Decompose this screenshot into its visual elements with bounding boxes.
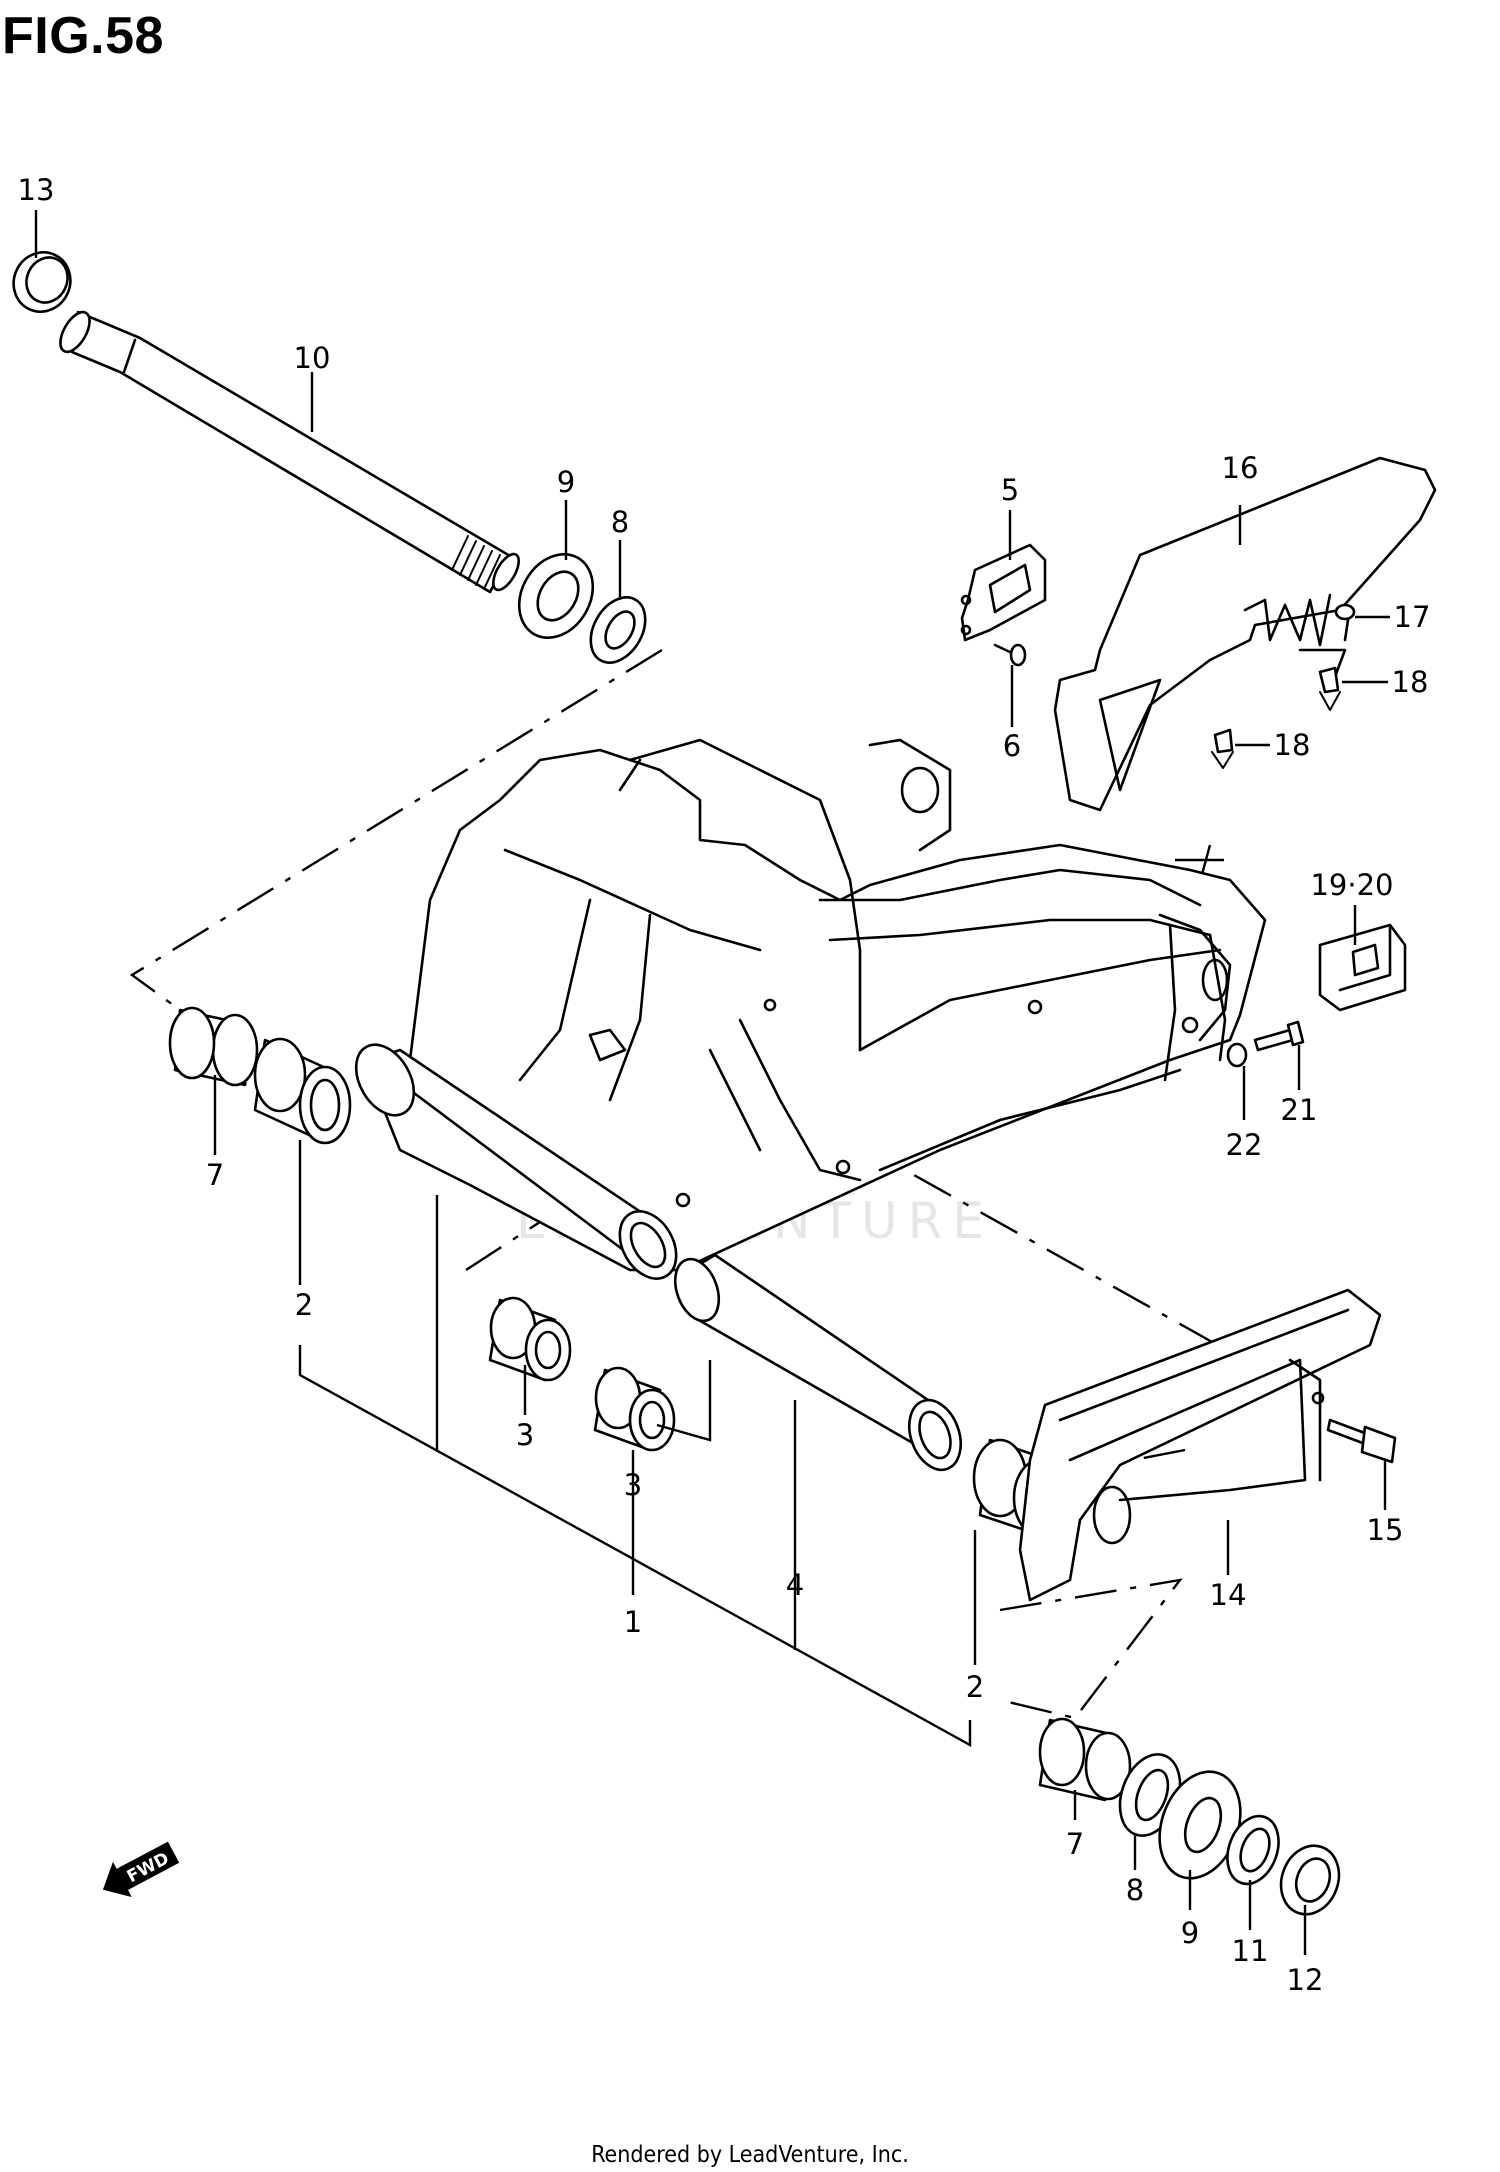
callout-2-lower: 2 [966,1670,984,1704]
callout-6: 6 [1003,729,1021,763]
callout-10: 10 [294,341,331,375]
part-3-needle-bearing-b [593,1366,676,1452]
callout-18-upper: 18 [1392,665,1429,699]
callout-9-lower: 9 [1181,1916,1199,1950]
callout-1: 1 [624,1605,642,1639]
callout-11: 11 [1232,1934,1269,1968]
part-4-spacer-tube [673,1253,962,1472]
callout-5: 5 [1001,473,1019,507]
part-1-swingarm-frame [354,738,1267,1280]
part-16-chain-guard [1053,456,1437,812]
part-11-washer [1226,1814,1280,1886]
part-17-screw [1334,603,1356,642]
part-14-chain-buffer [1018,1288,1382,1602]
callout-9-upper: 9 [557,465,575,499]
part-10-pivot-shaft [59,310,520,594]
part-22-washer [1226,1042,1248,1068]
part-15-bolt [1326,1418,1397,1464]
part-3-needle-bearing-a [488,1296,572,1382]
callout-7-lower: 7 [1066,1827,1084,1861]
leader-lines [34,210,1390,1955]
fwd-direction-badge: FWD [102,1841,180,1898]
part-5-plate [960,543,1047,642]
footer-credit: Rendered by LeadVenture, Inc. [591,2142,909,2168]
part-9-upper-bearing [517,552,595,640]
part-12-nut [1279,1844,1341,1916]
callout-14: 14 [1210,1578,1247,1612]
part-8-upper-washer [589,596,647,664]
part-13-seal [12,251,72,313]
callout-3-b: 3 [624,1468,642,1502]
callout-22: 22 [1226,1128,1263,1162]
figure-title: FIG.58 [2,7,164,65]
callout-19-20: 19·20 [1310,868,1393,902]
callout-17: 17 [1394,600,1431,634]
part-19-20-block [1318,923,1407,1012]
callout-16: 16 [1222,451,1259,485]
callout-12: 12 [1287,1963,1324,1997]
callout-21: 21 [1281,1093,1318,1127]
callout-7-upper: 7 [206,1158,224,1192]
callout-labels: 13 10 9 8 5 6 16 17 18 18 19·20 21 22 7 … [18,173,1431,1997]
part-7-lower-collar [1038,1717,1132,1802]
part-7-upper-collar [168,1006,259,1087]
part-18-clip-upper [1318,666,1341,711]
callout-13: 13 [18,173,55,207]
part-2-upper-bushing [253,1037,352,1145]
callout-8-lower: 8 [1126,1873,1144,1907]
callout-2-upper: 2 [295,1288,313,1322]
callout-18-lower: 18 [1274,728,1311,762]
callout-15: 15 [1367,1513,1404,1547]
callout-4: 4 [786,1568,804,1602]
part-18-clip-lower [1211,728,1234,769]
part-21-bolt [1253,1020,1305,1052]
callout-3-a: 3 [516,1418,534,1452]
part-9-lower-bearing [1158,1770,1242,1880]
callout-8-upper: 8 [611,505,629,539]
part-6-screw [993,643,1027,667]
